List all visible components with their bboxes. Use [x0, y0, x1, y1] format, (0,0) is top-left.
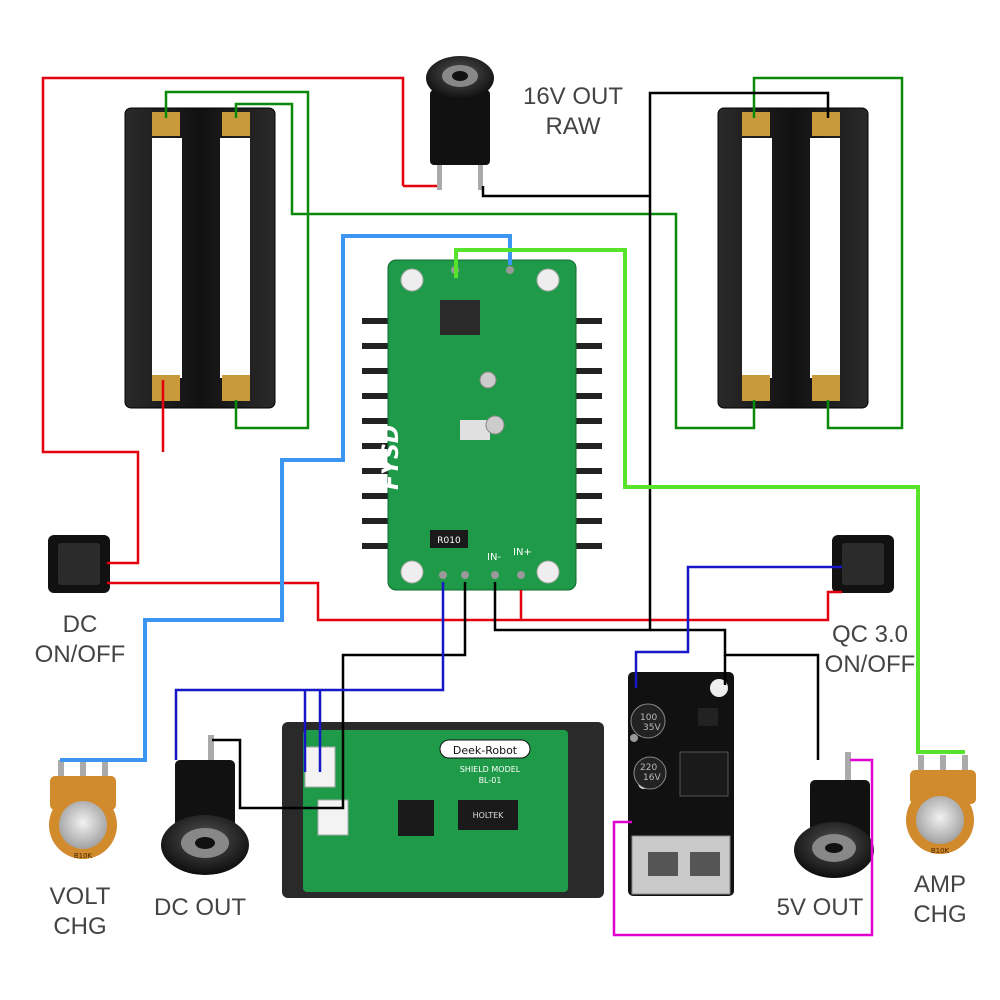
wire-navy-qc-switch — [634, 565, 842, 688]
qc-onoff-switch — [832, 535, 894, 593]
volt-amp-meter-module: Deek-Robot SHIELD MODEL BL-01 HOLTEK — [282, 722, 604, 898]
wire-magenta-usb-out — [612, 758, 874, 937]
volt-chg-label-line2: CHG — [53, 913, 107, 940]
qc3-usb-module: 100 35V 220 16V — [628, 672, 734, 896]
qc-switch-label-line1: QC 3.0 — [831, 621, 909, 648]
battery-holder-left — [124, 107, 276, 409]
raw-out-label-line2: RAW — [545, 113, 601, 140]
battery-terminal-left-3 — [152, 375, 180, 401]
wire-green-left-to-right — [234, 102, 756, 430]
qc-switch-label-line2: ON/OFF — [824, 651, 916, 678]
usb-out-label: 5V OUT — [760, 893, 880, 923]
wire-green-right-top — [752, 76, 904, 430]
qc-cap2-label: 220 — [640, 763, 657, 773]
dc-onoff-switch — [48, 535, 110, 593]
buck-converter-board: R010 FYSD IN- IN+ — [362, 259, 602, 591]
wire-black-meter — [212, 582, 467, 810]
battery-terminal-right-3 — [742, 375, 770, 401]
buck-in-minus-label: IN- — [487, 552, 501, 563]
raw-out-label-line1: 16V OUT — [522, 83, 624, 110]
battery-terminal-left-4 — [222, 375, 250, 401]
amp-chg-label-line2: CHG — [913, 901, 967, 928]
wire-red-qc-switch — [521, 590, 842, 622]
wire-red-switch-to-buck — [107, 581, 523, 622]
dc-switch-label: DC ON/OFF — [10, 610, 150, 670]
battery-terminal-right-1 — [742, 112, 770, 136]
wire-green-left-top — [164, 90, 310, 430]
wires — [41, 76, 965, 937]
dc-jack-raw-out — [426, 56, 494, 190]
raw-out-label: 16V OUT RAW — [508, 82, 638, 142]
usb-out-label-text: 5V OUT — [776, 894, 864, 921]
wire-black-ground-bus — [493, 196, 652, 632]
buck-shunt-label: R010 — [437, 536, 461, 546]
qc-cap1-label: 100 — [640, 713, 657, 723]
buck-brand-label: FYSD — [379, 425, 404, 490]
wire-lime-amp-pot — [454, 248, 965, 754]
qc-cap2b-label: 16V — [643, 773, 661, 783]
volt-chg-label: VOLT CHG — [20, 882, 140, 942]
meter-chip-label: HOLTEK — [473, 811, 505, 820]
amp-chg-potentiometer: B10K — [906, 755, 976, 855]
amp-pot-value: B10K — [931, 847, 950, 855]
amp-chg-label-line1: AMP — [913, 871, 966, 898]
volt-chg-label-line1: VOLT — [49, 883, 111, 910]
volt-pot-value: B10K — [74, 852, 93, 860]
buck-in-plus-label: IN+ — [513, 547, 532, 558]
qc-cap1b-label: 35V — [643, 723, 661, 733]
wire-blue-volt-pot — [60, 234, 512, 762]
dc-out-jack — [161, 735, 249, 875]
meter-code-label: BL-01 — [479, 776, 502, 785]
amp-chg-label: AMP CHG — [880, 870, 1000, 930]
wire-red-battery-to-raw — [41, 76, 405, 565]
qc-switch-label: QC 3.0 ON/OFF — [800, 620, 940, 680]
battery-terminal-right-4 — [812, 375, 840, 401]
dc-out-label-text: DC OUT — [154, 894, 246, 921]
meter-model-label: SHIELD MODEL — [460, 765, 521, 774]
wire-black-right-to-raw — [481, 91, 830, 198]
dc-out-label: DC OUT — [140, 893, 260, 923]
usb-5v-out-jack — [794, 752, 874, 878]
dc-switch-label-line2: ON/OFF — [34, 641, 126, 668]
wire-navy-meter-to-dc-out — [174, 582, 445, 760]
battery-holder-right — [717, 107, 869, 409]
volt-chg-potentiometer: B10K — [49, 760, 117, 860]
meter-brand-label: Deek-Robot — [453, 744, 518, 757]
dc-switch-label-line1: DC — [62, 611, 98, 638]
battery-terminal-right-2 — [812, 112, 840, 136]
